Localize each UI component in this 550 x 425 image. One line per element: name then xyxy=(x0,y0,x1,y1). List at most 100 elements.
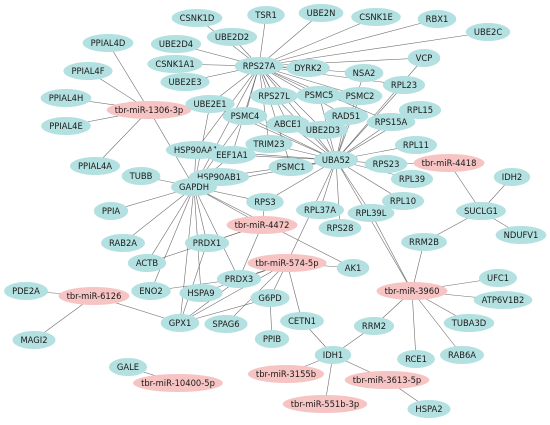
node-tbr-mir-4418[interactable]: tbr-miR-4418 xyxy=(413,154,485,172)
node-ak1[interactable]: AK1 xyxy=(336,259,370,277)
node-rpl39l[interactable]: RPL39L xyxy=(347,204,395,222)
node-tbr-mir-574-5p[interactable]: tbr-miR-574-5p xyxy=(247,254,327,272)
node-rpl10[interactable]: RPL10 xyxy=(381,192,425,210)
node-ellipse xyxy=(185,95,235,113)
node-ppial4e[interactable]: PPIAL4E xyxy=(41,117,91,135)
node-csnk1e[interactable]: CSNK1E xyxy=(351,8,401,26)
node-atp6v1b2[interactable]: ATP6V1B2 xyxy=(473,291,533,309)
node-tbr-mir-3155b[interactable]: tbr-miR-3155b xyxy=(247,365,325,383)
node-rps27a[interactable]: RPS27A xyxy=(234,57,284,75)
node-rpl11[interactable]: RPL11 xyxy=(394,136,438,154)
node-ube2d3[interactable]: UBE2D3 xyxy=(297,121,349,139)
node-rps23[interactable]: RPS23 xyxy=(364,155,408,173)
node-vcp[interactable]: VCP xyxy=(407,49,441,67)
node-ube2c[interactable]: UBE2C xyxy=(465,23,511,41)
node-rps15a[interactable]: RPS15A xyxy=(366,113,416,131)
node-tbr-mir-1306-3p[interactable]: tbr-miR-1306-3p xyxy=(106,101,192,119)
node-ellipse xyxy=(184,234,230,252)
node-rrm2b[interactable]: RRM2B xyxy=(401,233,447,251)
node-ellipse xyxy=(245,135,293,153)
node-ube2e3[interactable]: UBE2E3 xyxy=(160,73,210,91)
node-trim23[interactable]: TRIM23 xyxy=(245,135,293,153)
node-psmc4[interactable]: PSMC4 xyxy=(222,107,268,125)
node-ppial4h[interactable]: PPIAL4H xyxy=(40,89,92,107)
node-rbx1[interactable]: RBX1 xyxy=(417,10,457,28)
node-rrm2[interactable]: RRM2 xyxy=(353,317,395,335)
node-tbr-mir-10400-5p[interactable]: tbr-miR-10400-5p xyxy=(133,374,223,392)
node-ellipse xyxy=(282,395,368,413)
node-label: RAB2A xyxy=(109,238,137,248)
node-ppial4a[interactable]: PPIAL4A xyxy=(69,157,121,175)
node-psmc2[interactable]: PSMC2 xyxy=(337,87,383,105)
node-g6pd[interactable]: G6PD xyxy=(250,289,290,307)
node-ppial4f[interactable]: PPIAL4F xyxy=(63,62,113,80)
node-label: UFC1 xyxy=(487,273,509,283)
node-ube2n[interactable]: UBE2N xyxy=(298,4,344,22)
node-ellipse xyxy=(160,314,200,332)
node-gapdh[interactable]: GAPDH xyxy=(170,178,218,196)
node-prdx3[interactable]: PRDX3 xyxy=(216,270,262,288)
node-label: CETN1 xyxy=(288,316,316,326)
node-rab2a[interactable]: RAB2A xyxy=(100,234,146,252)
node-rpl37a[interactable]: RPL37A xyxy=(296,201,344,219)
node-rad51[interactable]: RAD51 xyxy=(323,107,369,125)
node-dyrk2[interactable]: DYRK2 xyxy=(286,59,330,77)
node-ellipse xyxy=(127,254,167,272)
node-label: RPS28 xyxy=(327,223,354,233)
node-ellipse xyxy=(247,365,325,383)
node-nsa2[interactable]: NSA2 xyxy=(344,64,384,82)
node-hspa2[interactable]: HSPA2 xyxy=(407,400,451,418)
node-tbr-mir-6126[interactable]: tbr-miR-6126 xyxy=(58,287,130,305)
node-tbr-mir-3613-5p[interactable]: tbr-miR-3613-5p xyxy=(344,371,430,389)
node-label: UBE2D2 xyxy=(215,32,249,42)
node-ellipse xyxy=(347,204,395,222)
node-ellipse xyxy=(344,371,430,389)
node-tbr-mir-3960[interactable]: tbr-miR-3960 xyxy=(376,282,448,300)
node-cetn1[interactable]: CETN1 xyxy=(280,312,324,330)
node-hspa9[interactable]: HSPA9 xyxy=(179,284,223,302)
node-spag6[interactable]: SPAG6 xyxy=(204,315,248,333)
node-ppia[interactable]: PPIA xyxy=(93,202,129,220)
node-ppial4d[interactable]: PPIAL4D xyxy=(82,34,134,52)
node-suclg1[interactable]: SUCLG1 xyxy=(456,202,506,220)
node-magi2[interactable]: MAGI2 xyxy=(12,331,56,349)
node-pde2a[interactable]: PDE2A xyxy=(4,282,48,300)
node-rpl15[interactable]: RPL15 xyxy=(398,101,442,119)
node-csnk1d[interactable]: CSNK1D xyxy=(171,9,223,27)
node-rpl39[interactable]: RPL39 xyxy=(390,170,434,188)
node-eno2[interactable]: ENO2 xyxy=(131,282,171,300)
node-idh1[interactable]: IDH1 xyxy=(314,346,352,364)
node-csnk1a1[interactable]: CSNK1A1 xyxy=(147,55,203,73)
node-psmc5[interactable]: PSMC5 xyxy=(296,86,342,104)
node-ufc1[interactable]: UFC1 xyxy=(478,269,518,287)
node-label: tbr-miR-10400-5p xyxy=(141,378,215,388)
node-ellipse xyxy=(108,358,148,376)
node-rce1[interactable]: RCE1 xyxy=(397,350,435,368)
node-uba52[interactable]: UBA52 xyxy=(313,151,359,169)
node-gale[interactable]: GALE xyxy=(108,358,148,376)
node-psmc1[interactable]: PSMC1 xyxy=(268,158,314,176)
node-tubb[interactable]: TUBB xyxy=(121,167,161,185)
node-ellipse xyxy=(297,121,349,139)
node-gpx1[interactable]: GPX1 xyxy=(160,314,200,332)
node-ube2d2[interactable]: UBE2D2 xyxy=(206,28,258,46)
node-tuba3d[interactable]: TUBA3D xyxy=(443,314,495,332)
node-idh2[interactable]: IDH2 xyxy=(493,168,531,186)
node-tsr1[interactable]: TSR1 xyxy=(247,6,285,24)
node-actb[interactable]: ACTB xyxy=(127,254,167,272)
node-ube2e1[interactable]: UBE2E1 xyxy=(185,95,235,113)
node-ppib[interactable]: PPIB xyxy=(254,330,290,348)
node-rps27l[interactable]: RPS27L xyxy=(250,87,298,105)
node-eef1a1[interactable]: EEF1A1 xyxy=(208,146,256,164)
node-tbr-mir-4472[interactable]: tbr-miR-4472 xyxy=(226,216,298,234)
node-rps28[interactable]: RPS28 xyxy=(318,219,362,237)
node-tbr-mir-551b-3p[interactable]: tbr-miR-551b-3p xyxy=(282,395,368,413)
node-prdx1[interactable]: PRDX1 xyxy=(184,234,230,252)
node-label: PPIA xyxy=(102,206,121,216)
node-ube2d4[interactable]: UBE2D4 xyxy=(150,35,202,53)
node-rab6a[interactable]: RAB6A xyxy=(439,346,485,364)
node-ndufv1[interactable]: NDUFV1 xyxy=(495,226,547,244)
node-rpl23[interactable]: RPL23 xyxy=(382,76,426,94)
node-label: IDH2 xyxy=(502,172,523,182)
node-rps3[interactable]: RPS3 xyxy=(246,193,284,211)
